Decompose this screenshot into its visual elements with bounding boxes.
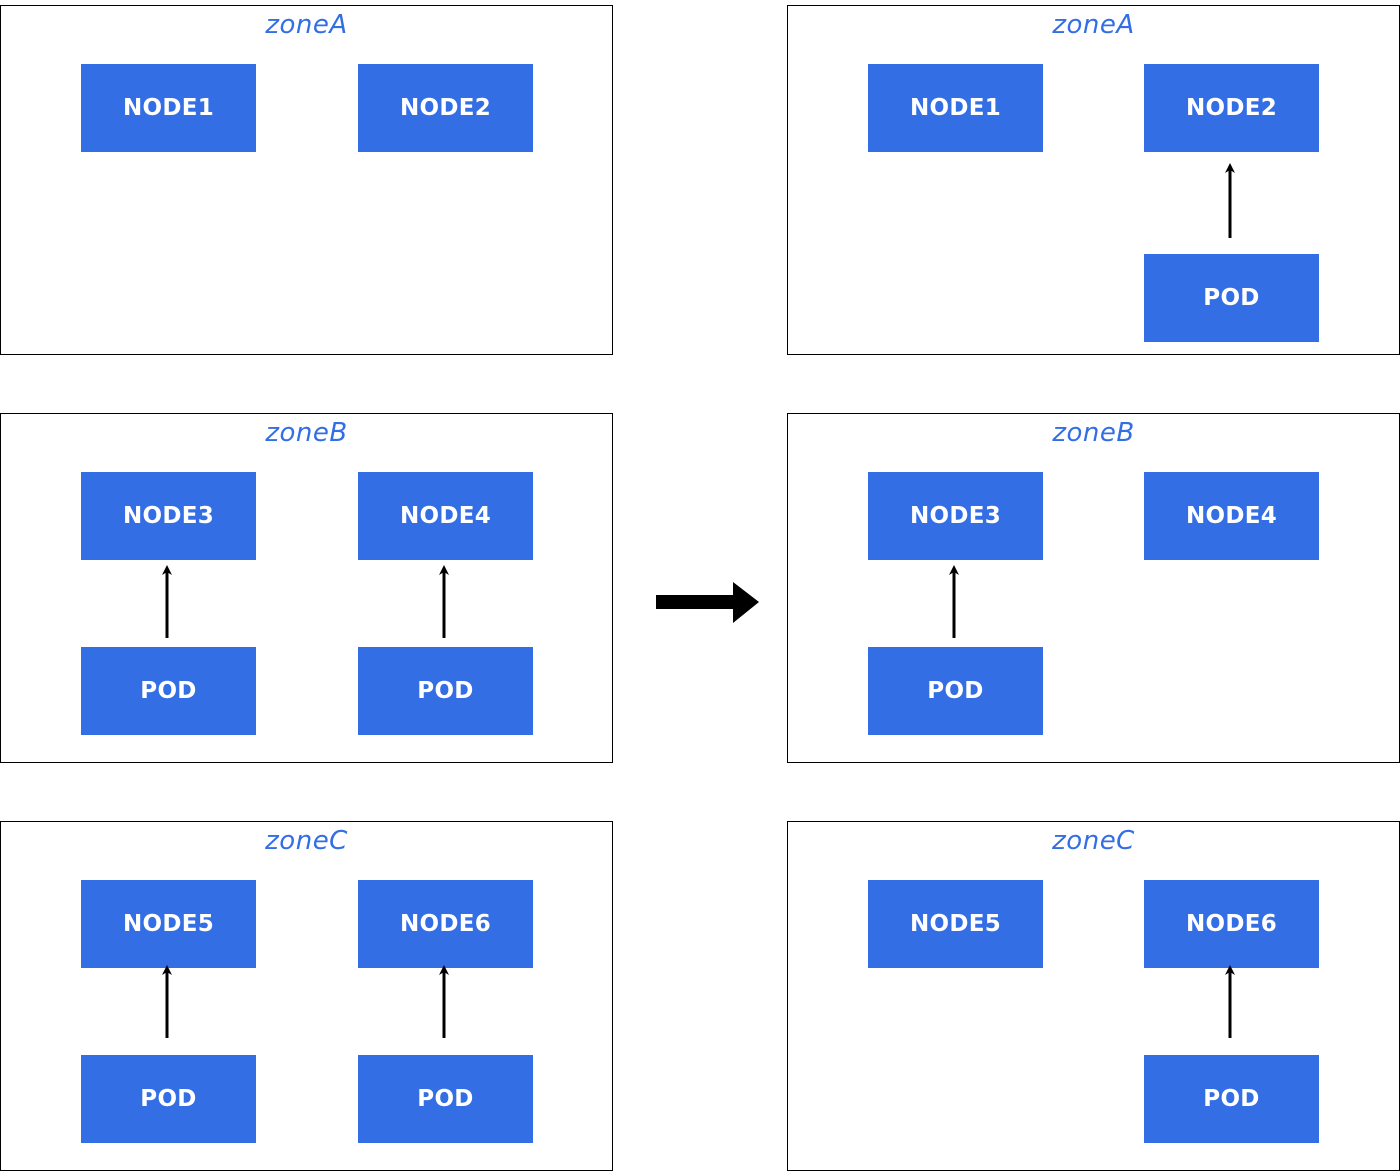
- node-2-box: NODE2: [358, 64, 533, 152]
- node-2-box: NODE2: [1144, 64, 1319, 152]
- pod-box: POD: [358, 1055, 533, 1143]
- before-zone-a: zoneA NODE1 NODE2: [0, 5, 613, 355]
- node-4-box: NODE4: [1144, 472, 1319, 560]
- node-6-box: NODE6: [358, 880, 533, 968]
- zone-title: zoneC: [1052, 826, 1135, 856]
- node-4-box: NODE4: [358, 472, 533, 560]
- before-zone-b: zoneB NODE3 NODE4 POD POD: [0, 413, 613, 763]
- node-5-box: NODE5: [81, 880, 256, 968]
- node-1-box: NODE1: [81, 64, 256, 152]
- pod-box: POD: [358, 647, 533, 735]
- zone-title: zoneC: [265, 826, 348, 856]
- pod-box: POD: [868, 647, 1043, 735]
- node-3-box: NODE3: [81, 472, 256, 560]
- before-zone-c: zoneC NODE5 NODE6 POD POD: [0, 821, 613, 1171]
- node-6-box: NODE6: [1144, 880, 1319, 968]
- node-1-box: NODE1: [868, 64, 1043, 152]
- node-3-box: NODE3: [868, 472, 1043, 560]
- zone-title: zoneB: [265, 418, 348, 448]
- after-zone-a: zoneA NODE1 NODE2 POD: [787, 5, 1400, 355]
- node-5-box: NODE5: [868, 880, 1043, 968]
- after-zone-c: zoneC NODE5 NODE6 POD: [787, 821, 1400, 1171]
- pod-box: POD: [1144, 254, 1319, 342]
- pod-box: POD: [81, 647, 256, 735]
- zone-title: zoneB: [1052, 418, 1135, 448]
- pod-box: POD: [81, 1055, 256, 1143]
- zone-title: zoneA: [1052, 10, 1135, 40]
- zone-title: zoneA: [265, 10, 348, 40]
- transition-arrow: [656, 582, 759, 623]
- pod-box: POD: [1144, 1055, 1319, 1143]
- after-zone-b: zoneB NODE3 NODE4 POD: [787, 413, 1400, 763]
